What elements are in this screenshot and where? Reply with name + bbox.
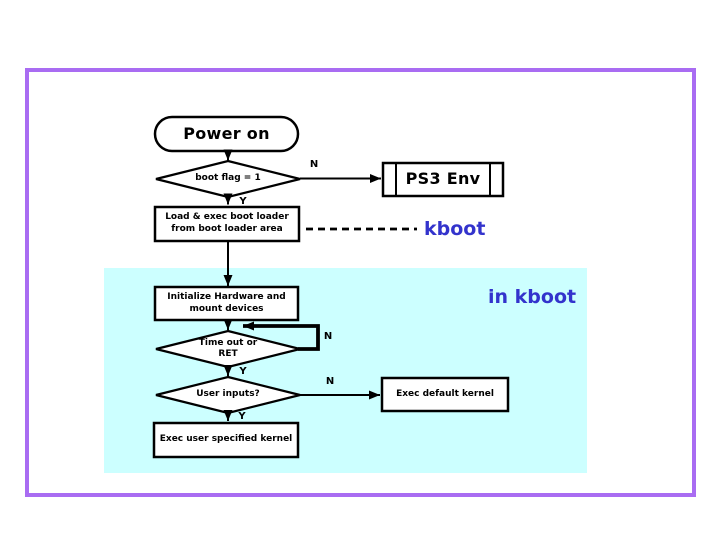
power-on-label: Power on	[183, 123, 270, 143]
ps3-env-process-shape	[381, 161, 505, 198]
exec-user-kernel-label: Exec user specified kernel	[159, 434, 293, 445]
boot-flag-label: boot flag = 1	[195, 173, 261, 184]
init-hardware-process-shape	[153, 285, 300, 322]
exec-default-kernel-label: Exec default kernel	[396, 388, 494, 399]
bootflag-yes-label: Y	[239, 195, 247, 207]
exec-user-kernel-process-shape	[152, 421, 300, 459]
timeout-no-label: N	[323, 330, 333, 342]
ps3-env-label: PS3 Env	[405, 169, 481, 189]
init-hardware-label: Initialize Hardware and mount devices	[167, 291, 286, 314]
bootflag-no-label: N	[309, 158, 319, 170]
load-boot-loader-label: Load & exec boot loader from boot loader…	[165, 212, 289, 234]
timeout-label: Time out or RET	[198, 337, 258, 359]
diagram-border	[25, 68, 696, 497]
edge-timeout-no-loop	[243, 321, 320, 351]
timeout-yes-label: Y	[239, 365, 247, 377]
load-boot-loader-process-shape	[153, 205, 301, 243]
user-inputs-label: User inputs?	[196, 389, 260, 400]
exec-default-kernel-process-shape	[380, 376, 510, 413]
userinputs-no-label: N	[325, 375, 335, 387]
kboot-annotation: kboot	[424, 217, 486, 240]
in-kboot-annotation: in kboot	[488, 285, 577, 308]
userinputs-yes-label: Y	[238, 410, 246, 422]
